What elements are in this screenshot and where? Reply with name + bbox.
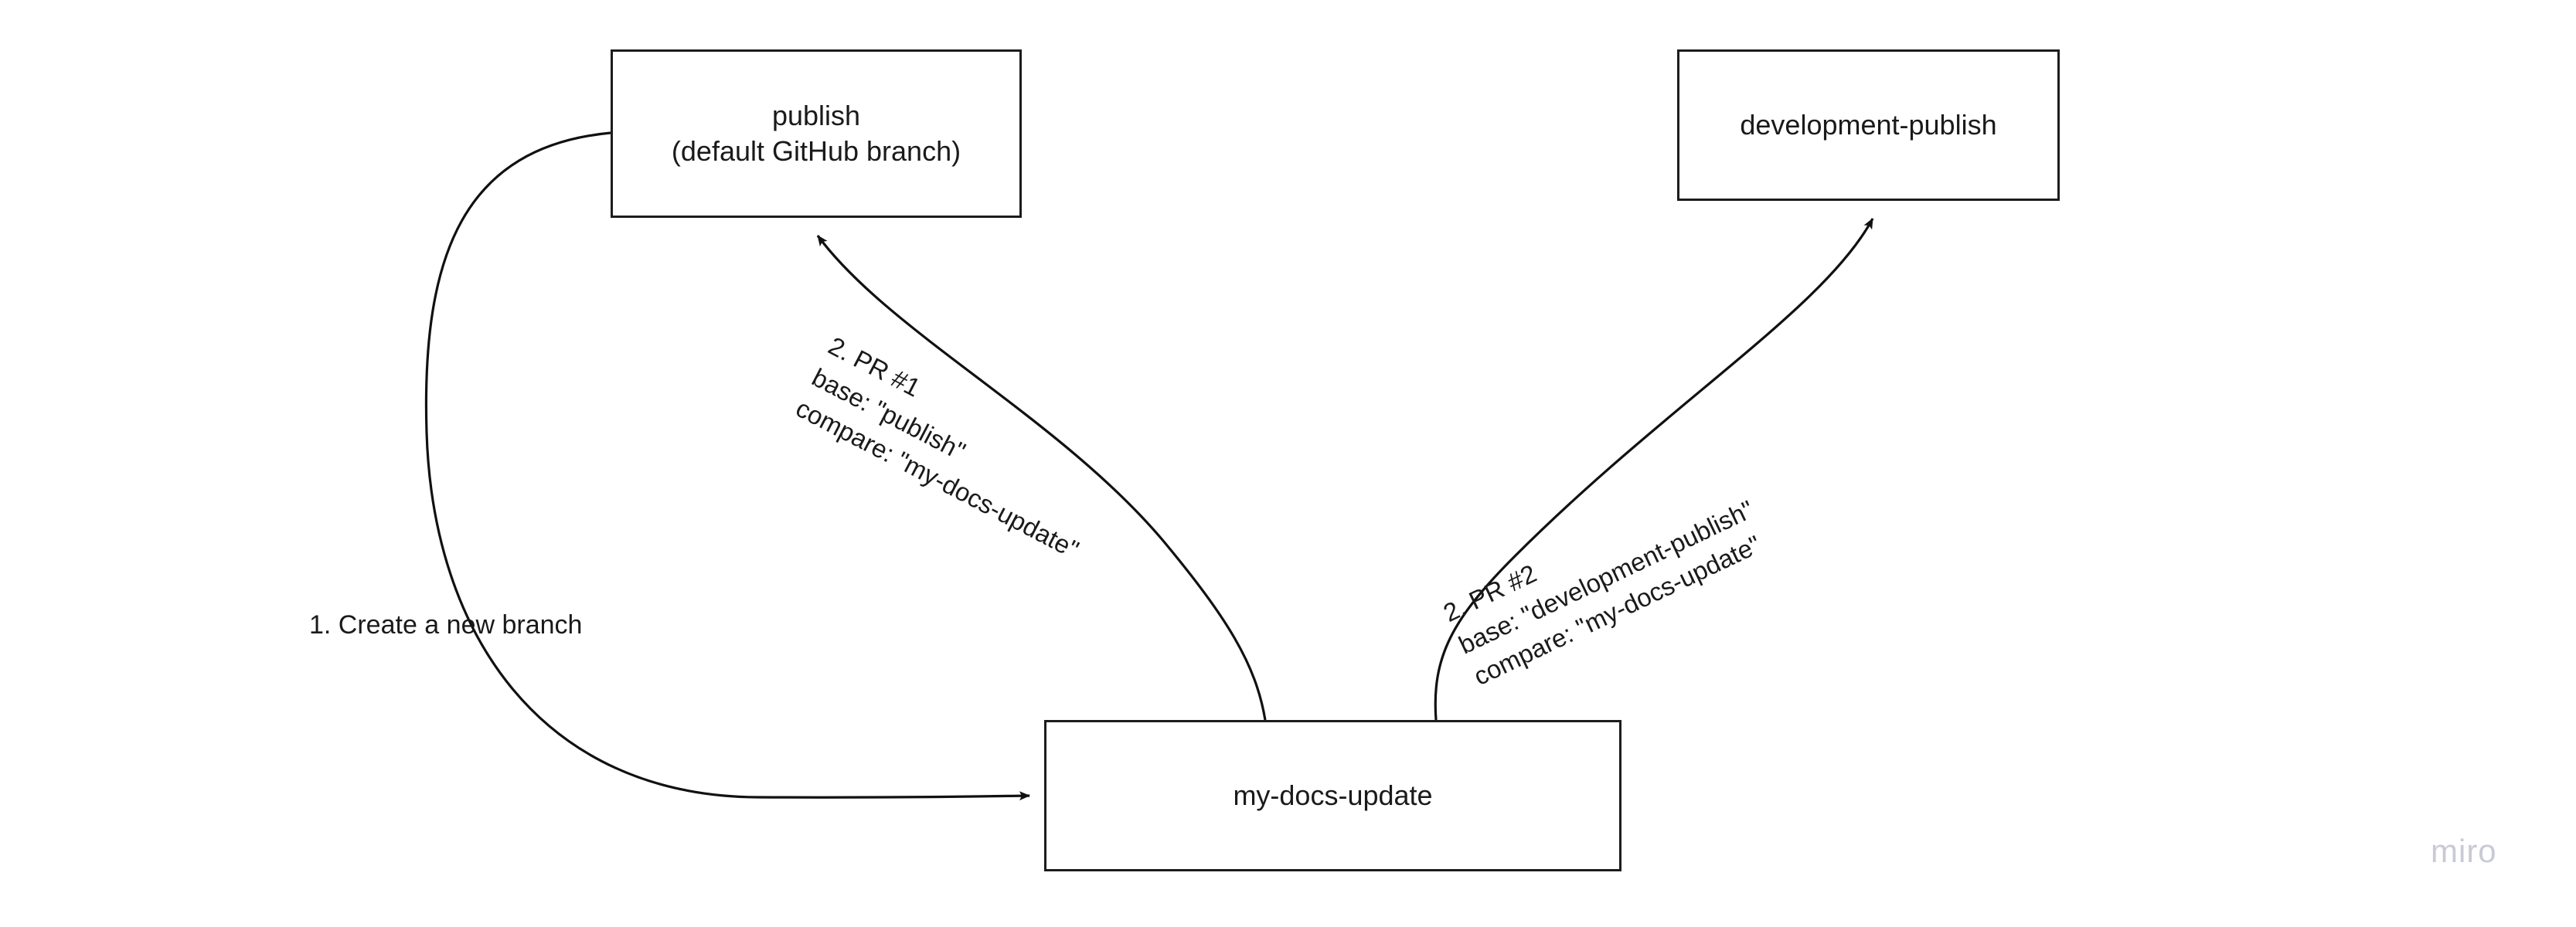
node-publish[interactable]: publish (default GitHub branch) <box>611 49 1022 218</box>
edge-label-pr2[interactable]: 2. PR #2 base: "development-publish" com… <box>1438 494 1765 691</box>
node-development-publish[interactable]: development-publish <box>1677 49 2060 201</box>
edge-label-pr1[interactable]: 2. PR #1 base: "publish" compare: "my-do… <box>791 331 1084 564</box>
node-my-docs-update[interactable]: my-docs-update <box>1044 720 1621 871</box>
edge-label-create-branch[interactable]: 1. Create a new branch <box>309 610 583 640</box>
miro-watermark: miro <box>2431 833 2497 869</box>
